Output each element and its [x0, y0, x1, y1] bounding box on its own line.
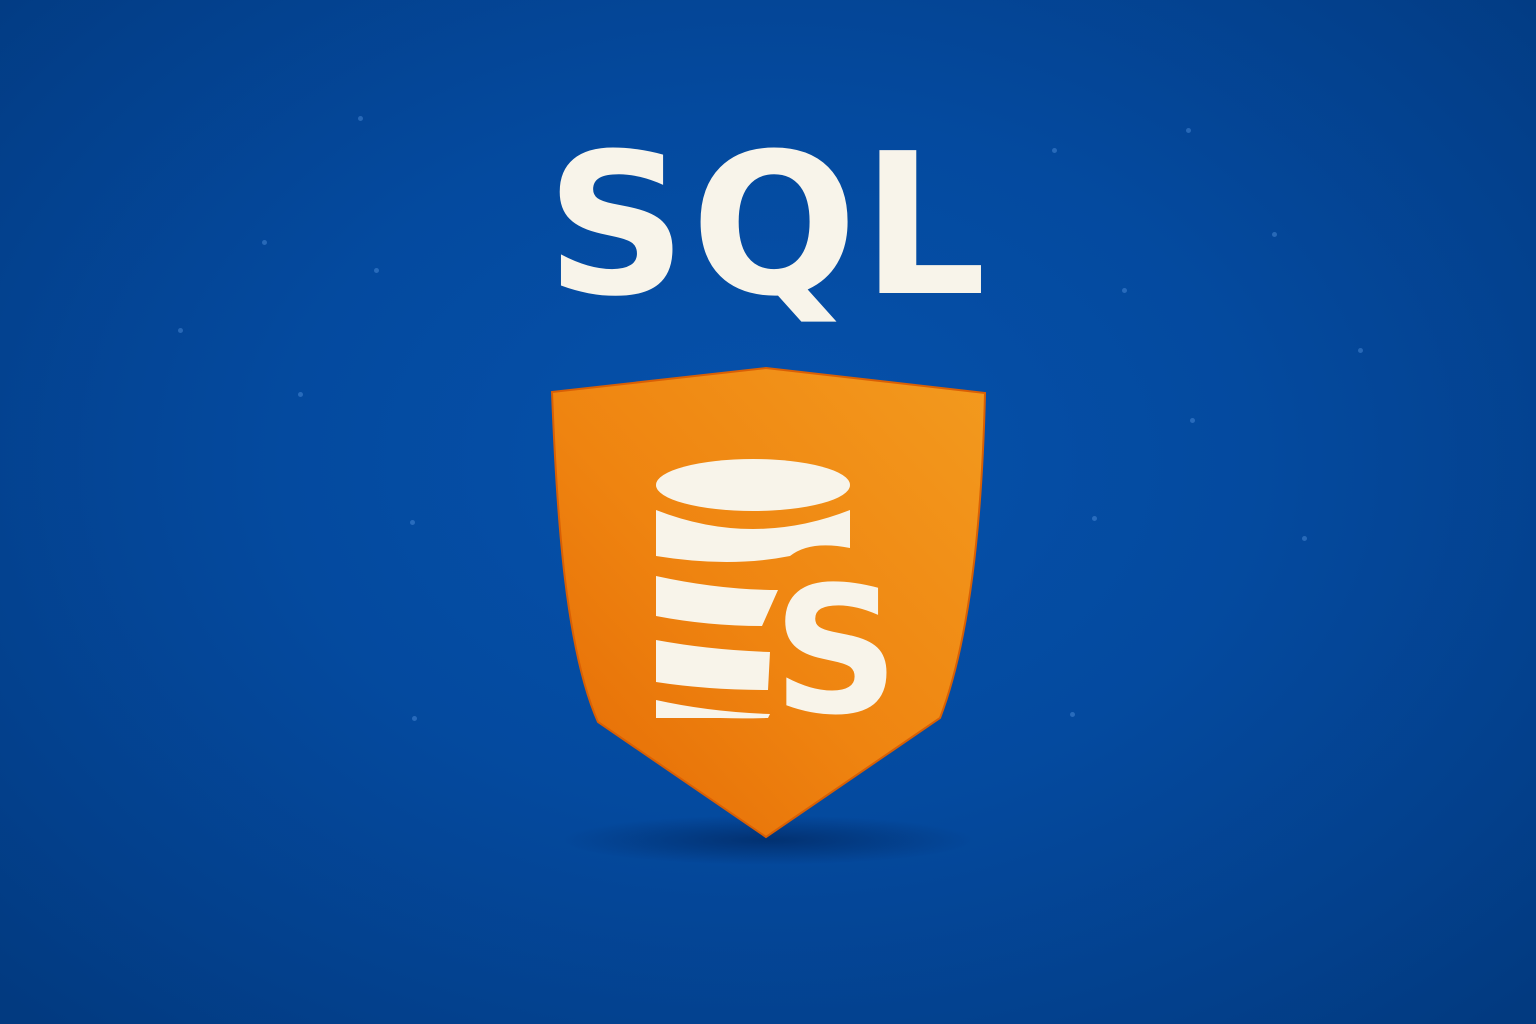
app-title: SQL — [545, 112, 991, 340]
badge-letter: S — [773, 549, 900, 754]
database-cylinder-icon — [656, 459, 850, 719]
